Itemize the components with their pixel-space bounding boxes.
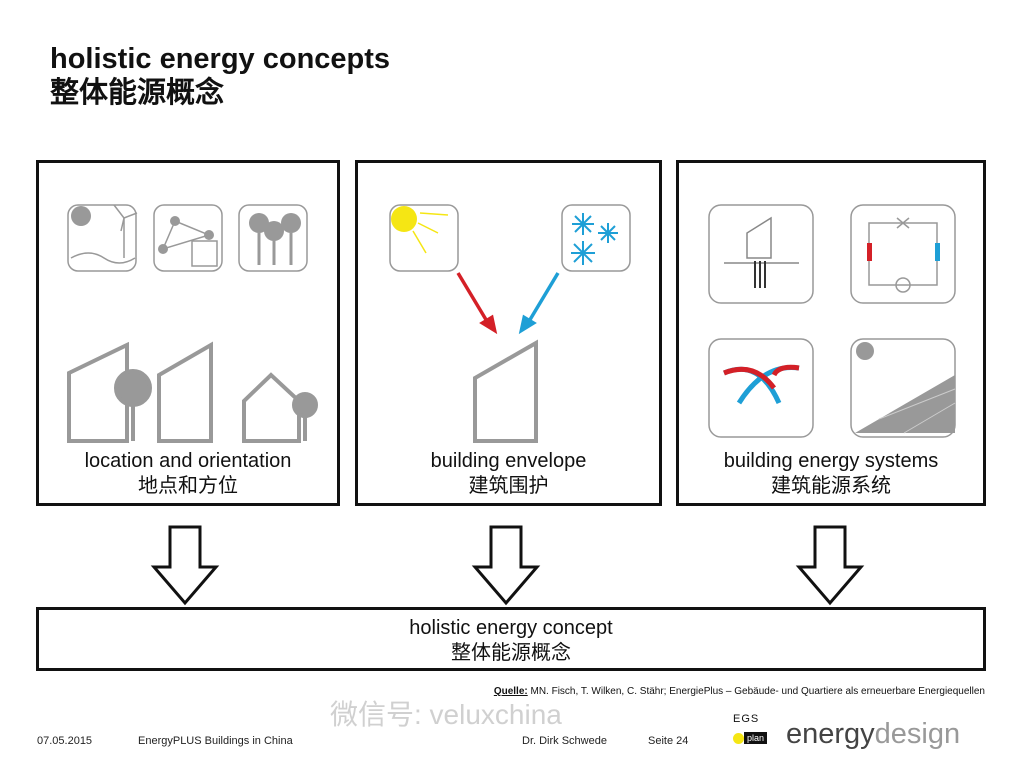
footer-event: EnergyPLUS Buildings in China [138,735,293,747]
buildings-trees-icon [67,341,318,443]
snowflake-icon [561,204,631,272]
source-text: MN. Fisch, T. Wilken, C. Stähr; EnergieP… [527,686,985,697]
footer-page: Seite 24 [648,735,689,747]
sun-icon [389,204,459,272]
source-line: Quelle: MN. Fisch, T. Wilken, C. Stähr; … [494,686,985,698]
concept-zh: 整体能源概念 [451,642,571,664]
trees-icon [238,204,308,272]
building-icon [473,339,538,443]
holistic-concept-box: holistic energy concept 整体能源概念 [36,607,986,671]
title-en: holistic energy concepts [50,43,391,75]
ground-probe-icon [708,204,814,304]
logo-plan: plan [744,732,768,744]
egs-logo: EGS plan [733,713,768,744]
panel-label-zh: 建筑能源系统 [771,475,891,497]
heat-exchanger-icon [708,338,814,438]
panel-label-zh: 地点和方位 [138,475,238,497]
logo-design: design [874,718,961,750]
down-arrow-icon [795,525,865,606]
heat-circuit-icon [850,204,956,304]
systems-icons [708,204,956,438]
network-icon [153,204,223,272]
footer-author: Dr. Dirk Schwede [522,735,607,747]
envelope-icons [389,204,631,443]
heat-arrow-icon [456,272,498,335]
logo-energy: energy [786,718,875,750]
cold-arrow-icon [518,272,560,335]
panel-label-en: location and orientation [84,450,292,472]
panel-systems: building energy systems 建筑能源系统 [676,160,986,506]
footer-date: 07.05.2015 [37,735,93,747]
panel-envelope: building envelope 建筑围护 [355,160,662,506]
location-icons [67,204,318,443]
panel-label-en: building energy systems [723,450,939,472]
panel-location: location and orientation 地点和方位 [36,160,340,506]
concept-en: holistic energy concept [409,617,613,639]
down-arrow-icon [150,525,220,606]
source-label: Quelle: [493,686,528,697]
down-arrows [150,525,865,606]
solar-panel-icon [850,338,956,438]
watermark: 微信号: veluxchina [330,699,562,730]
panel-label-en: building envelope [430,450,587,472]
panel-label-zh: 建筑围护 [468,475,549,497]
title-zh: 整体能源概念 [50,77,225,109]
energydesign-logo: energydesign [786,718,960,750]
logo-dot-icon [733,732,744,744]
logo-egs: EGS [733,713,760,725]
down-arrow-icon [471,525,541,606]
sun-wind-icon [67,204,138,272]
